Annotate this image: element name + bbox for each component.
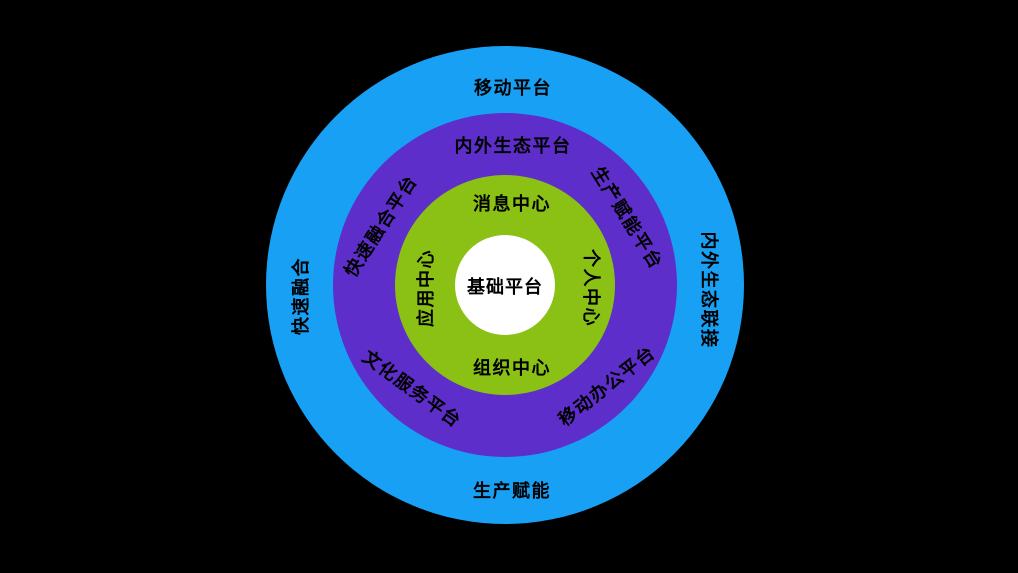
inner-ring-label-right: 个人中心 [581, 249, 601, 327]
middle-ring-label-top: 内外生态平台 [454, 136, 572, 156]
inner-ring-label-top: 消息中心 [473, 194, 551, 214]
outer-ring-label-bottom: 生产赋能 [473, 481, 551, 501]
outer-ring-label-right: 内外生态联接 [699, 231, 719, 349]
inner-ring-label-bottom: 组织中心 [473, 358, 551, 378]
outer-ring-label-left: 快速融合 [291, 257, 311, 335]
core-label: 基础平台 [467, 277, 543, 297]
outer-ring-label-top: 移动平台 [474, 78, 552, 98]
core-circle [455, 235, 555, 335]
inner-ring-label-left: 应用中心 [416, 249, 436, 327]
